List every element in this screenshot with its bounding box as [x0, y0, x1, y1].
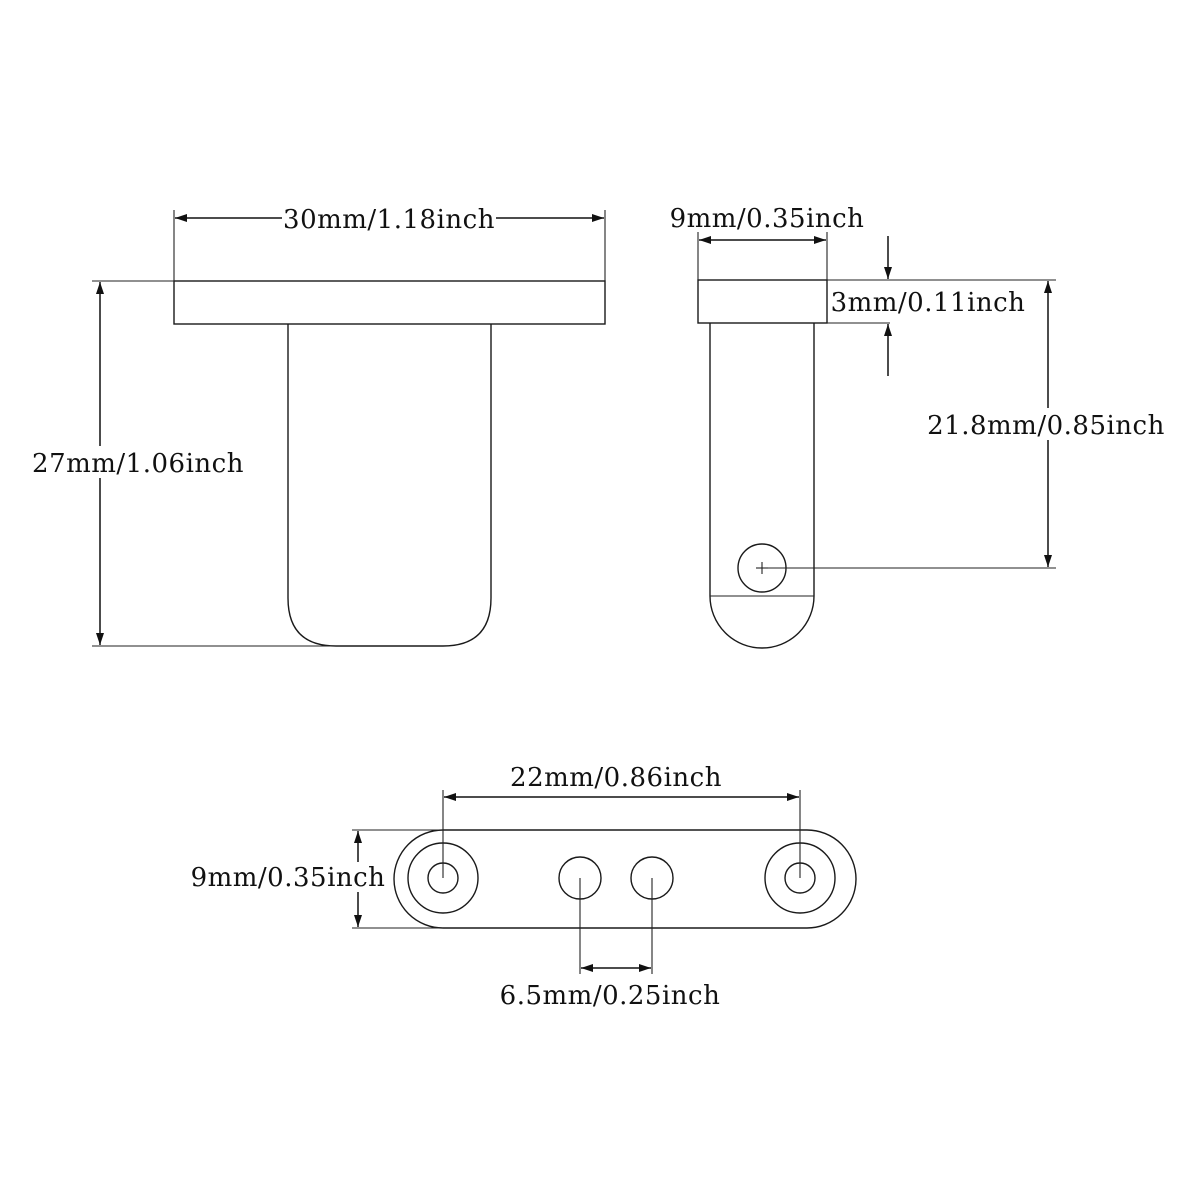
- front-width-dimension: 30mm/1.18inch: [175, 202, 604, 235]
- hole-spacing-dimension: 22mm/0.86inch: [444, 763, 799, 801]
- front-view: 30mm/1.18inch 27mm/1.06inch: [32, 202, 606, 647]
- center-hole-spacing-dimension: 6.5mm/0.25inch: [500, 964, 721, 1011]
- side-width-dimension: 9mm/0.35inch: [670, 204, 865, 244]
- plate-height-label: 9mm/0.35inch: [191, 863, 386, 893]
- hole-distance-dimension: 21.8mm/0.85inch: [926, 281, 1170, 567]
- front-height-label: 27mm/1.06inch: [32, 449, 244, 479]
- side-view: 9mm/0.35inch 3mm/0.11inch 21.8mm/0.85inc…: [670, 204, 1170, 649]
- plate-outline: [393, 829, 857, 929]
- side-view-head: [697, 279, 828, 324]
- front-height-dimension: 27mm/1.06inch: [32, 282, 246, 645]
- plate-view: 22mm/0.86inch 9mm/0.35inch 6.5mm/0.25inc…: [190, 763, 857, 1011]
- front-view-head: [173, 280, 606, 325]
- hole-spacing-label: 22mm/0.86inch: [510, 763, 722, 793]
- front-width-label: 30mm/1.18inch: [283, 205, 495, 235]
- head-thickness-dimension: 3mm/0.11inch: [831, 236, 1026, 376]
- side-view-shank: [709, 323, 815, 649]
- center-hole-spacing-label: 6.5mm/0.25inch: [500, 981, 721, 1011]
- side-width-label: 9mm/0.35inch: [670, 204, 865, 234]
- hole-distance-label: 21.8mm/0.85inch: [927, 411, 1165, 441]
- plate-height-dimension: 9mm/0.35inch: [190, 831, 386, 927]
- head-thickness-label: 3mm/0.11inch: [831, 288, 1026, 318]
- front-view-shank: [287, 324, 492, 647]
